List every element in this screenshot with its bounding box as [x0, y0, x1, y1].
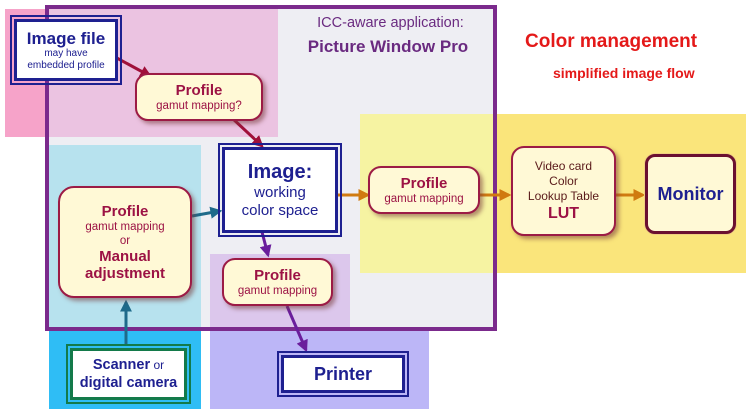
- monitor-node: Monitor: [645, 154, 736, 234]
- input-profile-node: Profile gamut mapping?: [135, 73, 263, 121]
- image-ws-line3: color space: [241, 202, 319, 219]
- printer-profile-title: Profile: [254, 266, 301, 284]
- monitor-profile-title: Profile: [400, 174, 448, 192]
- manual-profile-node: Profile gamut mapping or Manual adjustme…: [58, 186, 192, 298]
- input-profile-sub: gamut mapping?: [156, 99, 242, 112]
- lut-line1: Video card: [534, 159, 593, 173]
- lut-node: Video card Color Lookup Table LUT: [511, 146, 616, 236]
- arrow-manual-to-image: [191, 206, 223, 219]
- header-title: Color management: [525, 31, 698, 52]
- monitor-profile-node: Profile gamut mapping: [368, 166, 480, 214]
- manual-profile-line4: adjustment: [84, 264, 165, 282]
- lut-line2: Color: [549, 174, 578, 188]
- scanner-label: Scanner: [92, 357, 151, 373]
- image-ws-title: Image:: [247, 161, 313, 183]
- manual-profile-sub1: gamut mapping: [85, 220, 165, 233]
- scanner-node: Scanner or digital camera: [66, 344, 191, 404]
- lut-title: LUT: [547, 205, 580, 222]
- lut-line3: Lookup Table: [527, 189, 600, 203]
- arrow-printerprofile-to-printer: [285, 305, 308, 353]
- arrow-image-to-printerprofile: [259, 231, 272, 258]
- arrow-imagefile-to-profile: [114, 55, 153, 78]
- printer-profile-sub: gamut mapping: [237, 284, 318, 297]
- image-file-title: Image file: [26, 28, 106, 48]
- printer-profile-node: Profile gamut mapping: [222, 258, 333, 306]
- header-subtitle: simplified image flow: [553, 65, 695, 81]
- arrow-profile-to-image: [230, 116, 264, 148]
- manual-profile-line3: Manual: [99, 247, 151, 265]
- image-file-node: Image file may have embedded profile: [10, 15, 122, 85]
- application-frame: [45, 5, 497, 331]
- image-file-sub2: embedded profile: [27, 59, 105, 71]
- monitor-title: Monitor: [657, 184, 724, 204]
- image-ws-line2: working: [254, 184, 306, 201]
- scanner-line1: Scanner or: [93, 356, 164, 374]
- app-name: Picture Window Pro: [307, 37, 469, 56]
- manual-profile-title: Profile: [101, 202, 149, 220]
- scanner-or: or: [150, 358, 165, 372]
- input-profile-title: Profile: [175, 81, 223, 99]
- monitor-profile-sub: gamut mapping: [384, 192, 464, 205]
- image-file-sub1: may have: [44, 47, 88, 59]
- printer-node: Printer: [277, 351, 409, 397]
- image-working-space-node: Image: working color space: [218, 143, 342, 237]
- app-caption: ICC-aware application:: [317, 15, 464, 31]
- scanner-line2: digital camera: [79, 375, 178, 391]
- printer-title: Printer: [313, 364, 373, 384]
- manual-profile-sub2: or: [119, 234, 131, 247]
